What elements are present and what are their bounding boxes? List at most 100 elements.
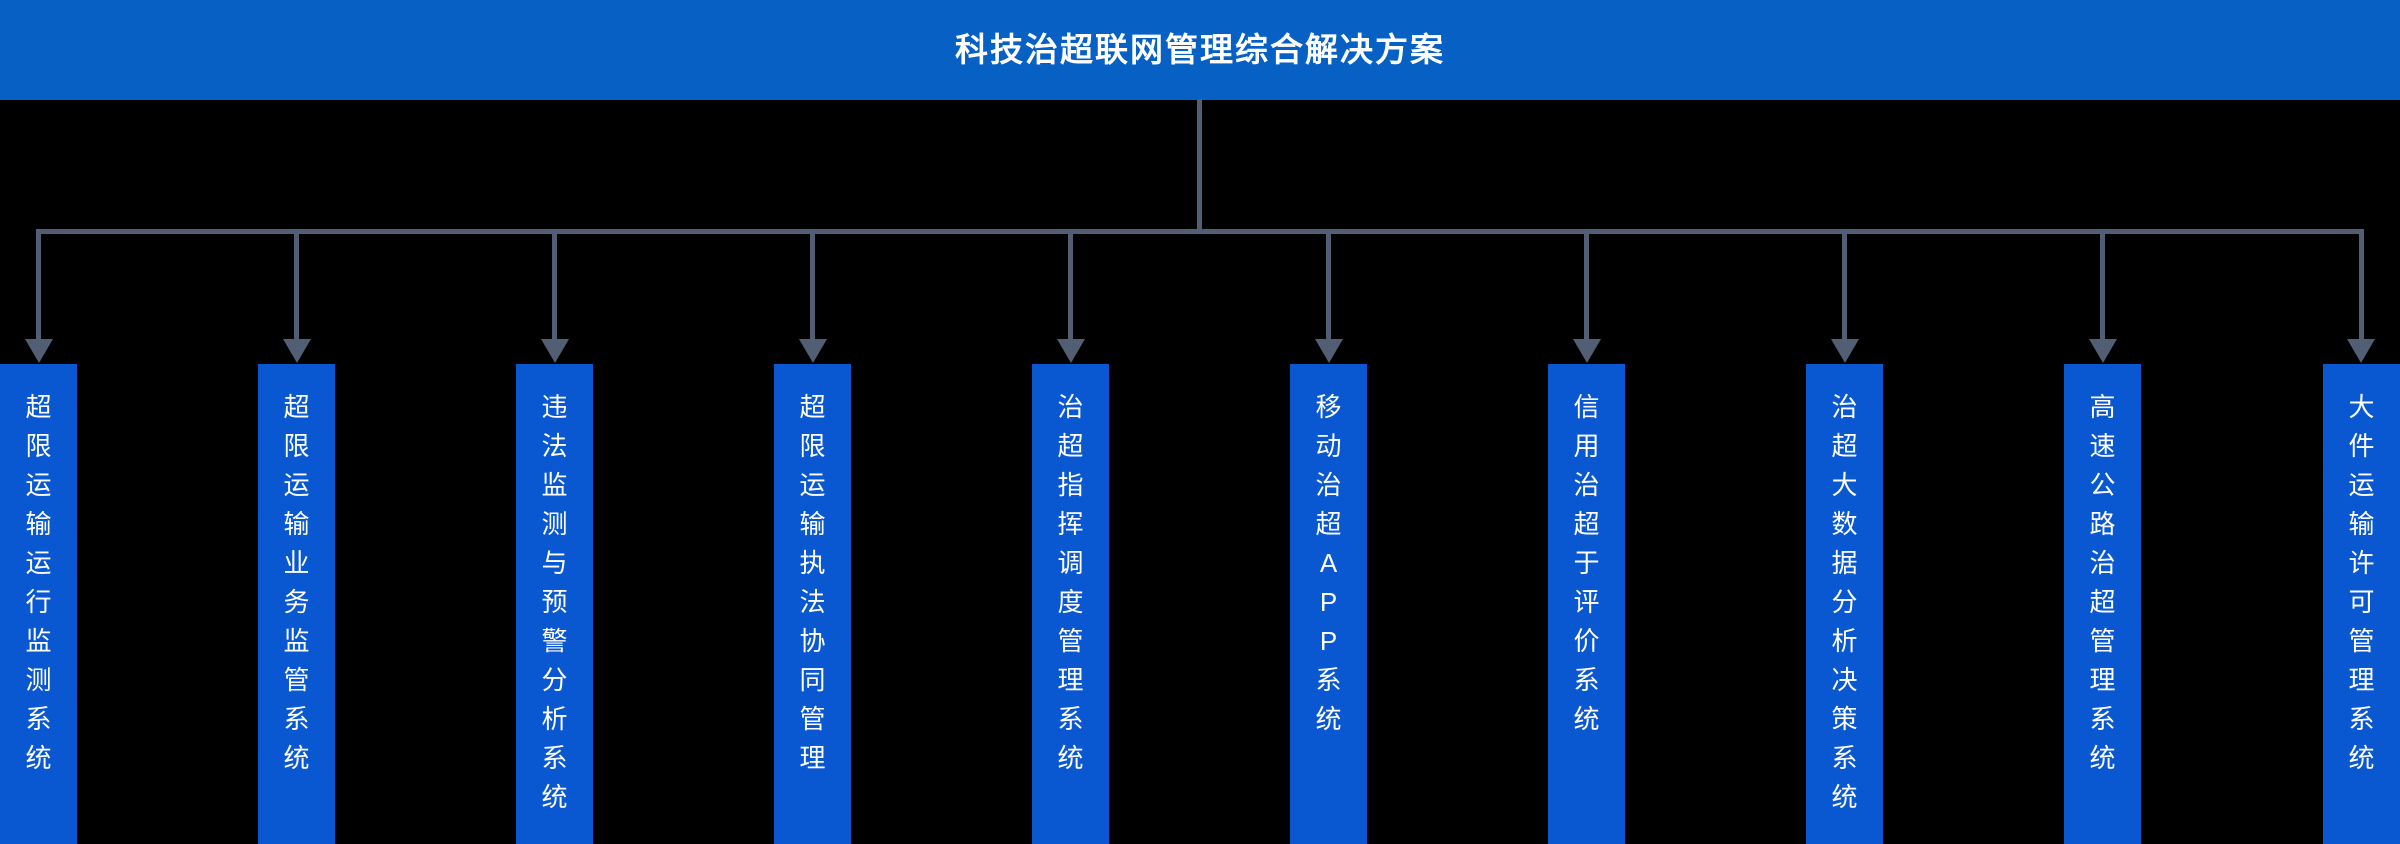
node-label-char: 理 — [799, 743, 826, 773]
node-label-char: 据 — [1831, 548, 1858, 578]
node-label-char: 系 — [2089, 704, 2116, 734]
node-label-char: 运 — [25, 548, 52, 578]
node-box: 治超大数据分析决策系统 — [1806, 364, 1883, 844]
node-label-char: 公 — [2089, 470, 2116, 500]
node-label-char: 析 — [1831, 626, 1858, 656]
node-label: 超限运输执法协同管理 — [774, 364, 851, 778]
node-label-char: 统 — [283, 743, 310, 773]
node-label-char: 超 — [799, 392, 826, 422]
branch-drop-line — [1068, 229, 1074, 342]
node-label-char: 与 — [541, 548, 568, 578]
node-label-char: 同 — [799, 665, 826, 695]
node-label-char: 行 — [25, 587, 52, 617]
node-label-char: 于 — [1573, 548, 1600, 578]
node-label-char: 超 — [25, 392, 52, 422]
branch-drop-line — [810, 229, 816, 342]
node-label-char: 动 — [1315, 431, 1342, 461]
node-label: 超限运输运行监测系统 — [0, 364, 77, 778]
node-label-char: 理 — [1057, 665, 1084, 695]
node-label-char: 系 — [1057, 704, 1084, 734]
node-label-char: 评 — [1573, 587, 1600, 617]
node-label-char: 超 — [1315, 509, 1342, 539]
node-label-char: 理 — [2348, 665, 2375, 695]
node-label-char: 管 — [1057, 626, 1084, 656]
arrow-down-icon — [540, 339, 569, 363]
node-box: 超限运输运行监测系统 — [0, 364, 77, 844]
node-label-char: 管 — [799, 704, 826, 734]
node-label-char: 许 — [2348, 548, 2375, 578]
node-label-char: 限 — [283, 431, 310, 461]
branch-drop-line — [1584, 229, 1590, 342]
node-label-char: 分 — [541, 665, 568, 695]
node-label-char: 输 — [25, 509, 52, 539]
node-label-char: 移 — [1315, 392, 1342, 422]
arrow-down-icon — [1056, 339, 1085, 363]
arrow-down-icon — [1830, 339, 1859, 363]
node-label-char: 系 — [1573, 665, 1600, 695]
node-label-char: 超 — [1831, 431, 1858, 461]
node-label-char: 高 — [2089, 392, 2116, 422]
node-label-char: 析 — [541, 704, 568, 734]
node-label-char: 系 — [1315, 665, 1342, 695]
node-label-char: 系 — [283, 704, 310, 734]
node-label-char: 系 — [25, 704, 52, 734]
branch-horizontal-line — [36, 229, 2364, 234]
node-label-char: 警 — [541, 626, 568, 656]
node-label-char: 统 — [541, 782, 568, 812]
node-label-char: 统 — [2348, 743, 2375, 773]
branch-drop-line — [294, 229, 300, 342]
branch-drop-line — [2100, 229, 2106, 342]
node-label-char: 件 — [2348, 431, 2375, 461]
node-label-char: 路 — [2089, 509, 2116, 539]
node-label-char: 法 — [541, 431, 568, 461]
node-label: 高速公路治超管理系统 — [2064, 364, 2141, 778]
node-label-char: 度 — [1057, 587, 1084, 617]
root-banner: 科技治超联网管理综合解决方案 — [0, 0, 2400, 100]
node-label-char: 输 — [283, 509, 310, 539]
node-label-char: 统 — [25, 743, 52, 773]
node-label: 治超大数据分析决策系统 — [1806, 364, 1883, 817]
node-box: 违法监测与预警分析系统 — [516, 364, 593, 844]
node-label-char: P — [1319, 626, 1338, 656]
arrow-down-icon — [2088, 339, 2117, 363]
node-label: 违法监测与预警分析系统 — [516, 364, 593, 817]
node-label-char: A — [1319, 548, 1338, 578]
node-label-char: 测 — [541, 509, 568, 539]
node-label-char: 管 — [2348, 626, 2375, 656]
node-label-char: 运 — [799, 470, 826, 500]
node-label-char: 超 — [1057, 431, 1084, 461]
node-label-char: 统 — [2089, 743, 2116, 773]
node-label-char: 理 — [2089, 665, 2116, 695]
node-label-char: 限 — [25, 431, 52, 461]
node-label-char: 务 — [283, 587, 310, 617]
node-label-char: 执 — [799, 548, 826, 578]
arrow-down-icon — [2347, 339, 2376, 363]
branch-drop-line — [1326, 229, 1332, 342]
node-label-char: 大 — [2348, 392, 2375, 422]
node-label-char: 速 — [2089, 431, 2116, 461]
node-label: 信用治超于评价系统 — [1548, 364, 1625, 739]
node-label-char: 治 — [1573, 470, 1600, 500]
node-label-char: 调 — [1057, 548, 1084, 578]
node-label-char: 输 — [2348, 509, 2375, 539]
node-label-char: 信 — [1573, 392, 1600, 422]
node-label-char: 系 — [1831, 743, 1858, 773]
node-box: 治超指挥调度管理系统 — [1032, 364, 1109, 844]
node-label-char: 输 — [799, 509, 826, 539]
node-label-char: 统 — [1573, 704, 1600, 734]
node-label-char: P — [1319, 587, 1338, 617]
node-label: 治超指挥调度管理系统 — [1032, 364, 1109, 778]
node-label-char: 指 — [1057, 470, 1084, 500]
node-label-char: 统 — [1315, 704, 1342, 734]
node-label-char: 超 — [283, 392, 310, 422]
node-label-char: 治 — [2089, 548, 2116, 578]
node-box: 信用治超于评价系统 — [1548, 364, 1625, 844]
node-label-char: 超 — [1573, 509, 1600, 539]
node-label-char: 运 — [2348, 470, 2375, 500]
node-label-char: 统 — [1057, 743, 1084, 773]
node-label-char: 治 — [1831, 392, 1858, 422]
node-label-char: 运 — [283, 470, 310, 500]
node-label-char: 系 — [541, 743, 568, 773]
